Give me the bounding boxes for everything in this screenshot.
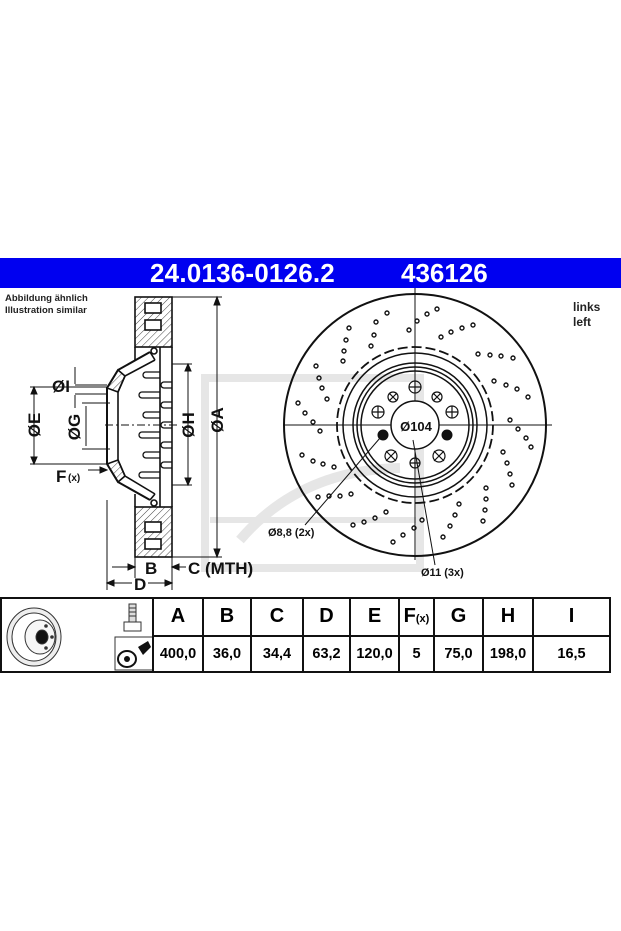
label-b: B	[145, 559, 157, 578]
illustration-note: Abbildung ähnlich Illustration similar	[5, 293, 88, 317]
spec-table: A B C D E F(x) G H I 400,0 36,0 34,4 63,…	[152, 597, 611, 673]
spec-header-row: A B C D E F(x) G H I	[152, 597, 611, 637]
brake-disc-thumbnail	[6, 603, 154, 671]
label-f: F	[56, 467, 66, 486]
reference-number: 436126	[401, 258, 488, 288]
ate-logo-watermark	[201, 374, 424, 572]
part-number: 24.0136-0126.2	[150, 258, 335, 288]
header-c: C	[250, 597, 304, 637]
label-f-sub: (x)	[68, 473, 80, 484]
label-c: C (MTH)	[188, 559, 253, 578]
bolt-icon	[123, 603, 142, 632]
label-dia-g: ØG	[65, 414, 84, 440]
value-c: 34,4	[250, 634, 304, 673]
label-d: D	[134, 575, 146, 594]
technical-drawing: ØI ØE ØG ØH ØA F (x) B C (MTH) D	[25, 288, 552, 594]
header-i: I	[532, 597, 611, 637]
value-i: 16,5	[532, 634, 611, 673]
spec-table-area: A B C D E F(x) G H I 400,0 36,0 34,4 63,…	[0, 597, 621, 673]
spec-value-row: 400,0 36,0 34,4 63,2 120,0 5 75,0 198,0 …	[152, 634, 611, 673]
title-bar: 24.0136-0126.2 436126	[0, 258, 621, 288]
header-f: F(x)	[398, 597, 435, 637]
value-h: 198,0	[482, 634, 534, 673]
note-german: Abbildung ähnlich	[5, 293, 88, 304]
label-hole-small: Ø8,8 (2x)	[268, 527, 315, 539]
value-g: 75,0	[433, 634, 484, 673]
value-f: 5	[398, 634, 435, 673]
side-german: links	[573, 300, 601, 314]
value-a: 400,0	[152, 634, 204, 673]
note-english: Illustration similar	[5, 305, 87, 316]
label-dia-e: ØE	[25, 413, 44, 438]
label-center-bore: Ø104	[400, 419, 433, 434]
value-d: 63,2	[302, 634, 351, 673]
label-dia-i: ØI	[52, 377, 70, 396]
header-a: A	[152, 597, 204, 637]
header-h: H	[482, 597, 534, 637]
side-english: left	[573, 315, 591, 329]
section-view	[105, 296, 173, 558]
icon-panel	[0, 597, 154, 673]
header-d: D	[302, 597, 351, 637]
wheel-spray-icon	[114, 636, 154, 671]
label-dia-h: ØH	[179, 412, 198, 438]
header-e: E	[349, 597, 400, 637]
value-e: 120,0	[349, 634, 400, 673]
value-b: 36,0	[202, 634, 252, 673]
dimension-lines	[30, 295, 222, 590]
header-g: G	[433, 597, 484, 637]
label-hole-large: Ø11 (3x)	[421, 567, 464, 579]
header-b: B	[202, 597, 252, 637]
label-dia-a: ØA	[208, 407, 227, 433]
side-indicator: links left	[573, 300, 600, 330]
